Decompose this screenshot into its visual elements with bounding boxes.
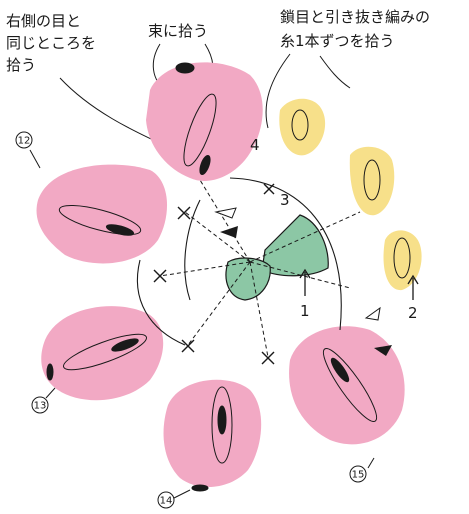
x-mark — [182, 340, 194, 352]
petal-label-12: 12 — [16, 132, 40, 168]
petal-12 — [37, 165, 167, 264]
marker-white-1 — [216, 208, 236, 218]
petal-label-14-text: 14 — [160, 496, 173, 507]
x-mark — [154, 270, 166, 282]
petal-label-13: 13 — [32, 388, 55, 413]
annotation-right-side: 右側の目と 同じところを 拾う — [6, 12, 96, 74]
annotation-chain-line2: 糸1本ずつを拾う — [280, 32, 395, 50]
round-label-1: 1 — [300, 302, 310, 320]
petal-13 — [41, 306, 163, 400]
annotation-chain-line1: 鎖目と引き抜き編みの — [280, 8, 430, 26]
x-mark — [178, 207, 190, 219]
annotation-right-side-line2: 同じところを — [6, 34, 96, 52]
round-label-4: 4 — [250, 136, 260, 154]
center-fan — [262, 215, 328, 276]
green-center — [226, 215, 328, 300]
petal-15 — [289, 326, 405, 444]
x-mark — [264, 184, 274, 194]
marker-black-1 — [220, 226, 238, 238]
petal-label-13-text: 13 — [34, 401, 47, 412]
chain-loop-2 — [350, 147, 394, 215]
petal-label-12-text: 12 — [18, 136, 31, 147]
petal-label-14: 14 — [158, 490, 190, 508]
x-mark — [262, 352, 274, 364]
round-label-3: 3 — [280, 191, 290, 209]
marker-white-2 — [366, 308, 380, 320]
round-label-2: 2 — [408, 304, 418, 322]
annotation-bundle: 束に拾う — [148, 22, 208, 40]
annotation-right-side-line1: 右側の目と — [6, 12, 81, 30]
petal-label-15: 15 — [350, 458, 374, 482]
annotation-right-side-line3: 拾う — [6, 56, 36, 74]
chain-loop-1 — [279, 99, 325, 156]
petal-label-15-text: 15 — [352, 470, 365, 481]
annotation-chain: 鎖目と引き抜き編みの 糸1本ずつを拾う — [280, 8, 430, 50]
